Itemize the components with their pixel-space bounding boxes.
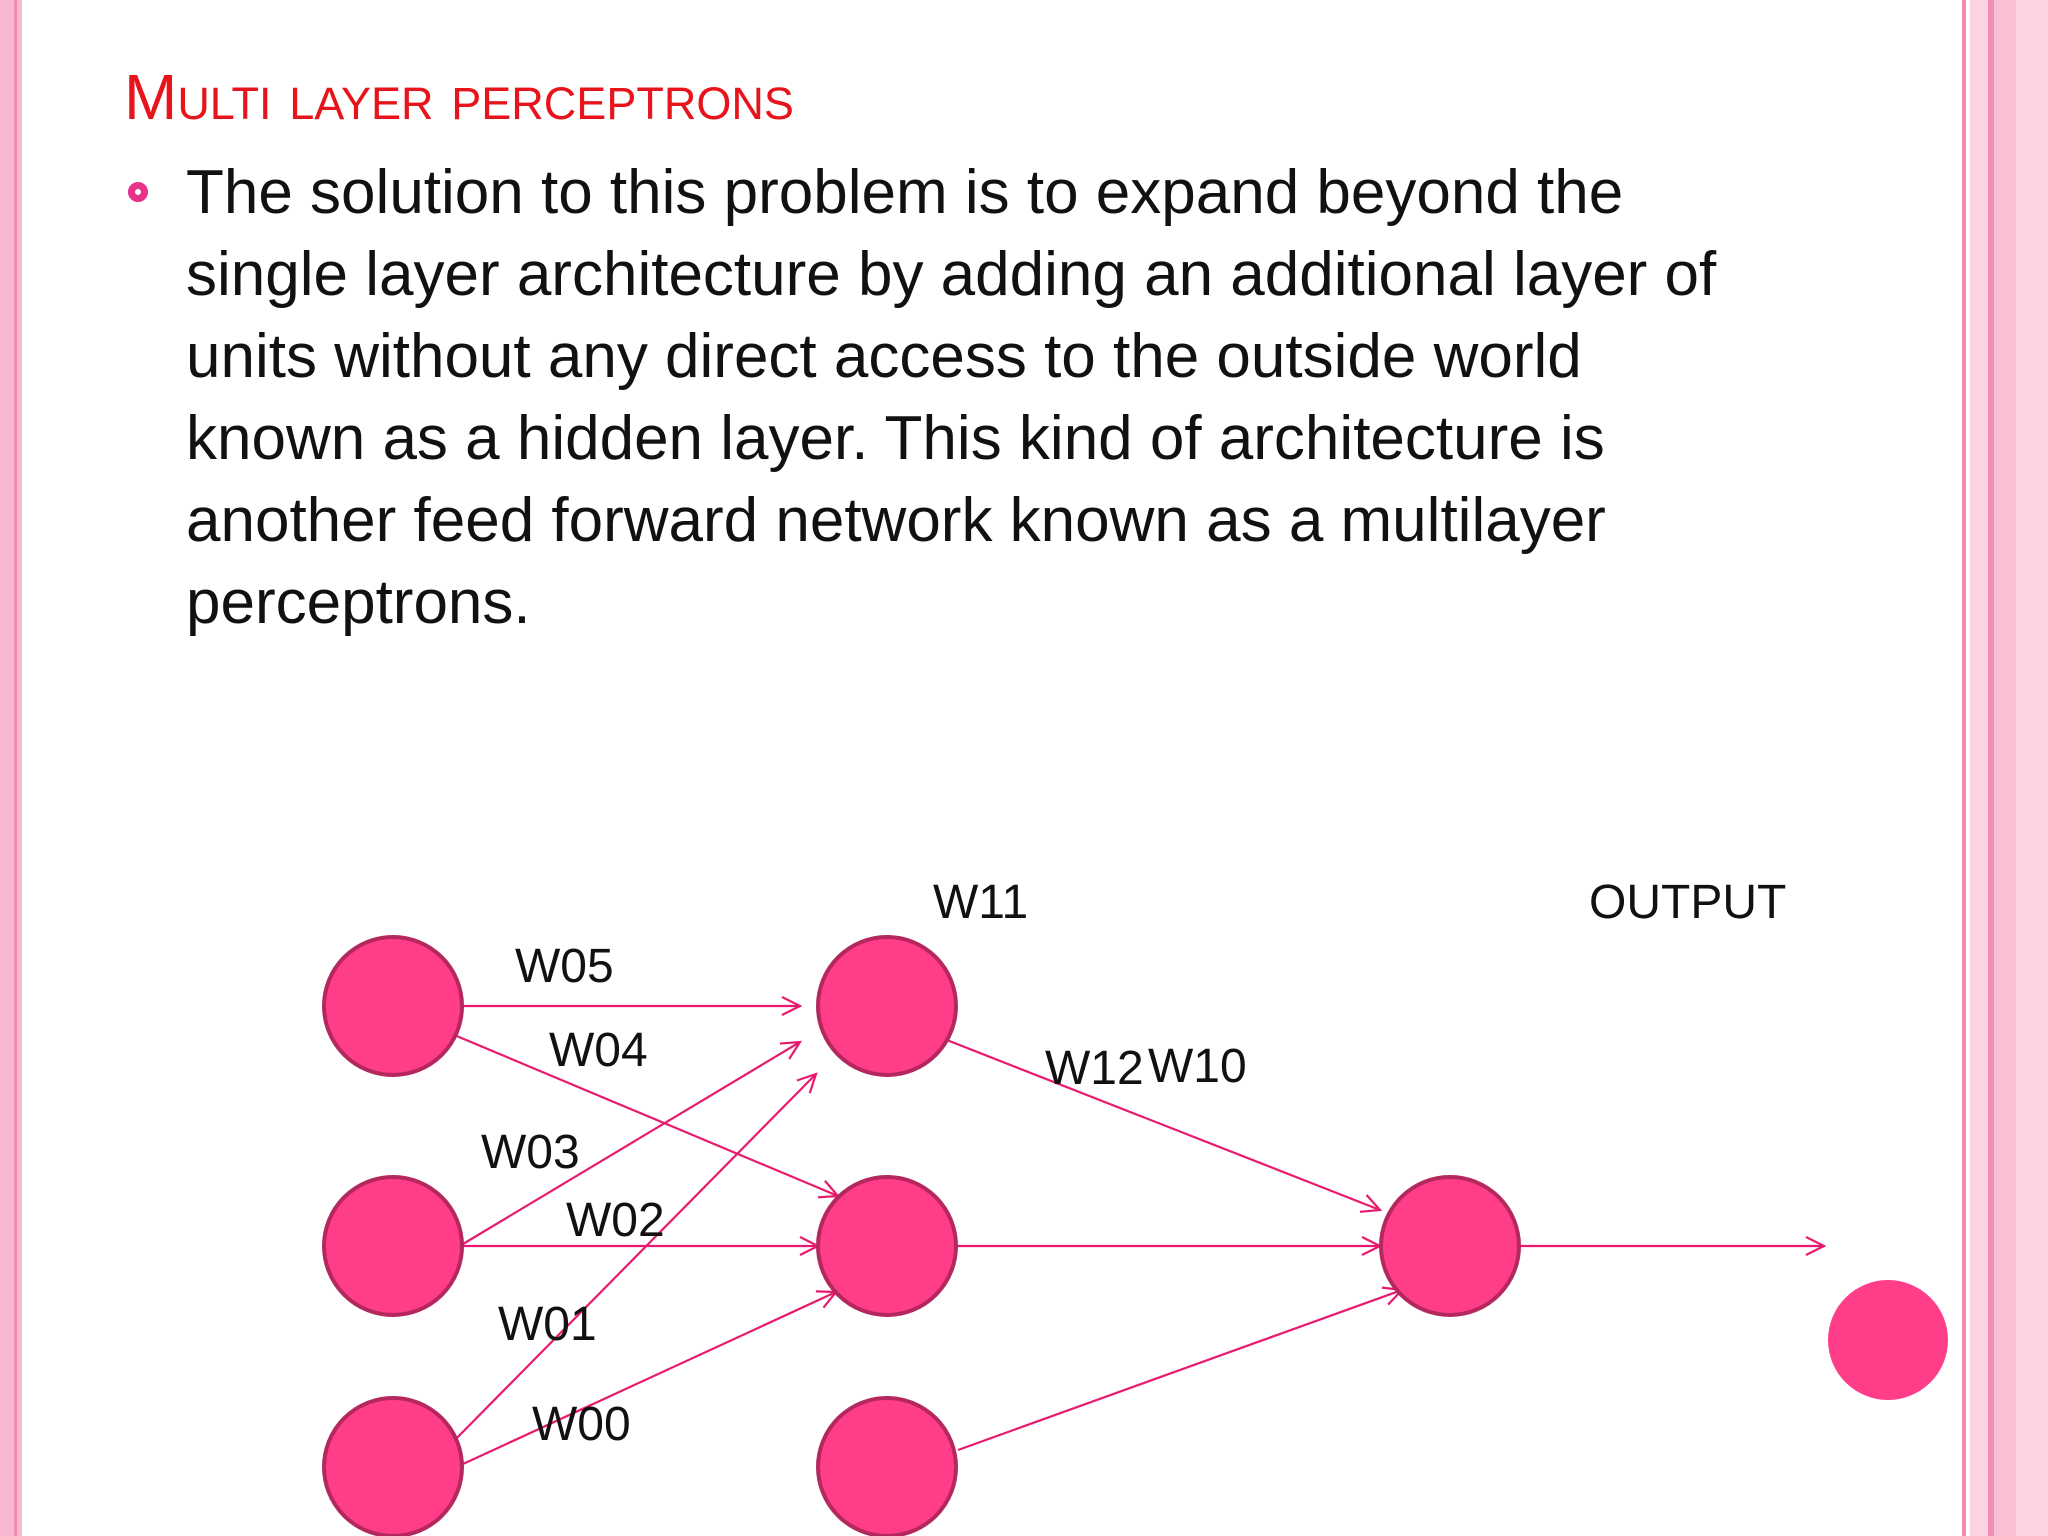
label-w00: W00	[532, 1398, 631, 1451]
label-w02: W02	[566, 1194, 665, 1247]
output-layer-node	[1379, 1175, 1521, 1317]
edge-in2-h1	[462, 1042, 800, 1245]
input-node-3	[322, 1396, 464, 1536]
bullet-text: The solution to this problem is to expan…	[186, 158, 1717, 637]
edge-h1-out	[905, 1022, 1380, 1210]
label-w05: W05	[515, 940, 614, 993]
edge-h3-out	[957, 1290, 1402, 1452]
label-output: OUTPUT	[1589, 876, 1786, 929]
bullet-ring-icon	[128, 182, 148, 202]
right-border-line-2	[1988, 0, 1994, 1536]
label-w03: W03	[481, 1126, 580, 1179]
edge-in3-h1	[442, 1074, 816, 1453]
edge-in1-h2	[427, 1022, 838, 1196]
label-w01: W01	[498, 1298, 597, 1351]
hidden-node-1	[816, 935, 958, 1077]
slide-title: Multi layer perceptrons	[124, 61, 794, 133]
right-border-band-3	[2016, 0, 2048, 1536]
right-border-line-1	[1962, 0, 1966, 1536]
edge-in3-h2	[462, 1292, 836, 1465]
left-border-line	[14, 0, 17, 1536]
input-node-1	[322, 935, 464, 1077]
right-border-band-2	[1994, 0, 2016, 1536]
right-border-band-1	[1970, 0, 1988, 1536]
weight-labels: W11 OUTPUT W05 W04 W12 W10 W03 W02 W01 W…	[481, 876, 1786, 1451]
label-w10: W10	[1148, 1040, 1247, 1093]
output-node	[1828, 1280, 1948, 1400]
label-w11: W11	[933, 876, 1028, 929]
label-w12: W12	[1045, 1042, 1144, 1095]
edges	[427, 1006, 1824, 1465]
hidden-node-2	[816, 1175, 958, 1317]
label-w04: W04	[549, 1024, 648, 1077]
input-node-2	[322, 1175, 464, 1317]
hidden-node-3	[816, 1396, 958, 1536]
nodes	[322, 935, 1948, 1536]
